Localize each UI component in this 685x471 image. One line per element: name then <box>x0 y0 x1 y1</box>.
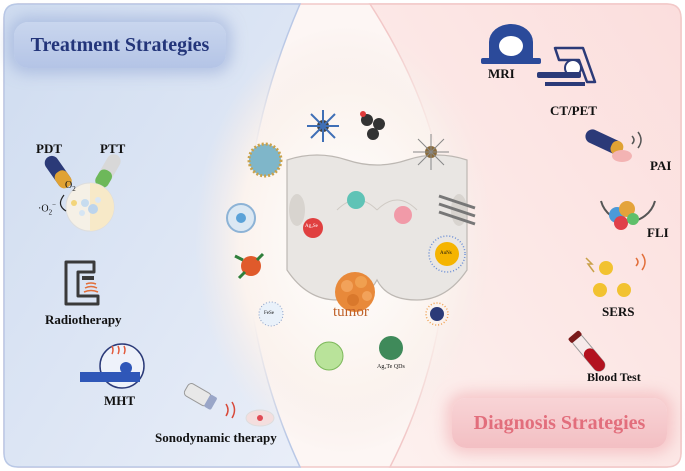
np-green-cluster-1 <box>314 341 344 371</box>
mht-illustration <box>80 343 145 389</box>
sonodynamic-therapy-label: Sonodynamic therapy <box>155 430 277 445</box>
ctpet-scanner-icon <box>537 46 597 86</box>
pai-probe-icon <box>585 129 642 162</box>
np-nanorods <box>438 194 476 226</box>
np-fese-label: FeSe <box>264 311 274 316</box>
np-micelle-top-left <box>247 142 283 178</box>
ctpet-label: CT/PET <box>550 103 597 118</box>
np-pink-sphere <box>394 206 412 224</box>
pai-label: PAI <box>650 158 672 173</box>
ptt-label: PTT <box>100 141 126 156</box>
radiotherapy-label: Radiotherapy <box>45 312 122 327</box>
sers-particles-icon <box>585 253 646 297</box>
np-spiky <box>413 134 449 170</box>
np-star-cluster <box>307 110 339 142</box>
np-auns <box>428 235 466 273</box>
np-vesicle <box>226 203 256 233</box>
nanoparticle-ring <box>226 110 476 371</box>
np-green-cluster-2 <box>379 336 403 360</box>
sers-label: SERS <box>602 304 635 319</box>
mri-label: MRI <box>488 66 515 81</box>
np-blue-dot <box>425 302 449 326</box>
tumor-label: tumor <box>333 304 369 320</box>
np-fese <box>258 301 284 327</box>
breast-tumor-illustration <box>286 154 468 312</box>
np-dark-cluster <box>360 111 385 140</box>
np-cyan-sphere <box>347 191 365 209</box>
np-ag2te-label: Ag₂Te QDs <box>377 364 405 370</box>
np-ag2se <box>303 218 323 238</box>
o2-label: O2 <box>65 180 76 193</box>
pdt-ptt-illustration <box>44 154 121 232</box>
diagnosis-strategies-title: Diagnosis Strategies <box>452 398 667 448</box>
np-auns-label: AuNs <box>440 251 452 256</box>
treatment-strategies-title: Treatment Strategies <box>14 22 226 68</box>
fli-label: FLI <box>647 225 669 240</box>
mri-scanner-icon <box>481 24 541 64</box>
radiotherapy-machine-icon <box>64 260 100 306</box>
np-red-spheres <box>234 252 265 280</box>
superoxide-label: ·O2− <box>38 201 57 217</box>
ultrasound-probe-icon <box>183 383 275 427</box>
blood-test-tube-icon <box>568 330 606 372</box>
np-ag2se-label: Ag₂Se <box>305 224 318 229</box>
mht-label: MHT <box>104 393 136 408</box>
fli-imaging-icon <box>600 200 656 230</box>
pdt-label: PDT <box>36 141 62 156</box>
blood-test-label: Blood Test <box>587 370 641 384</box>
